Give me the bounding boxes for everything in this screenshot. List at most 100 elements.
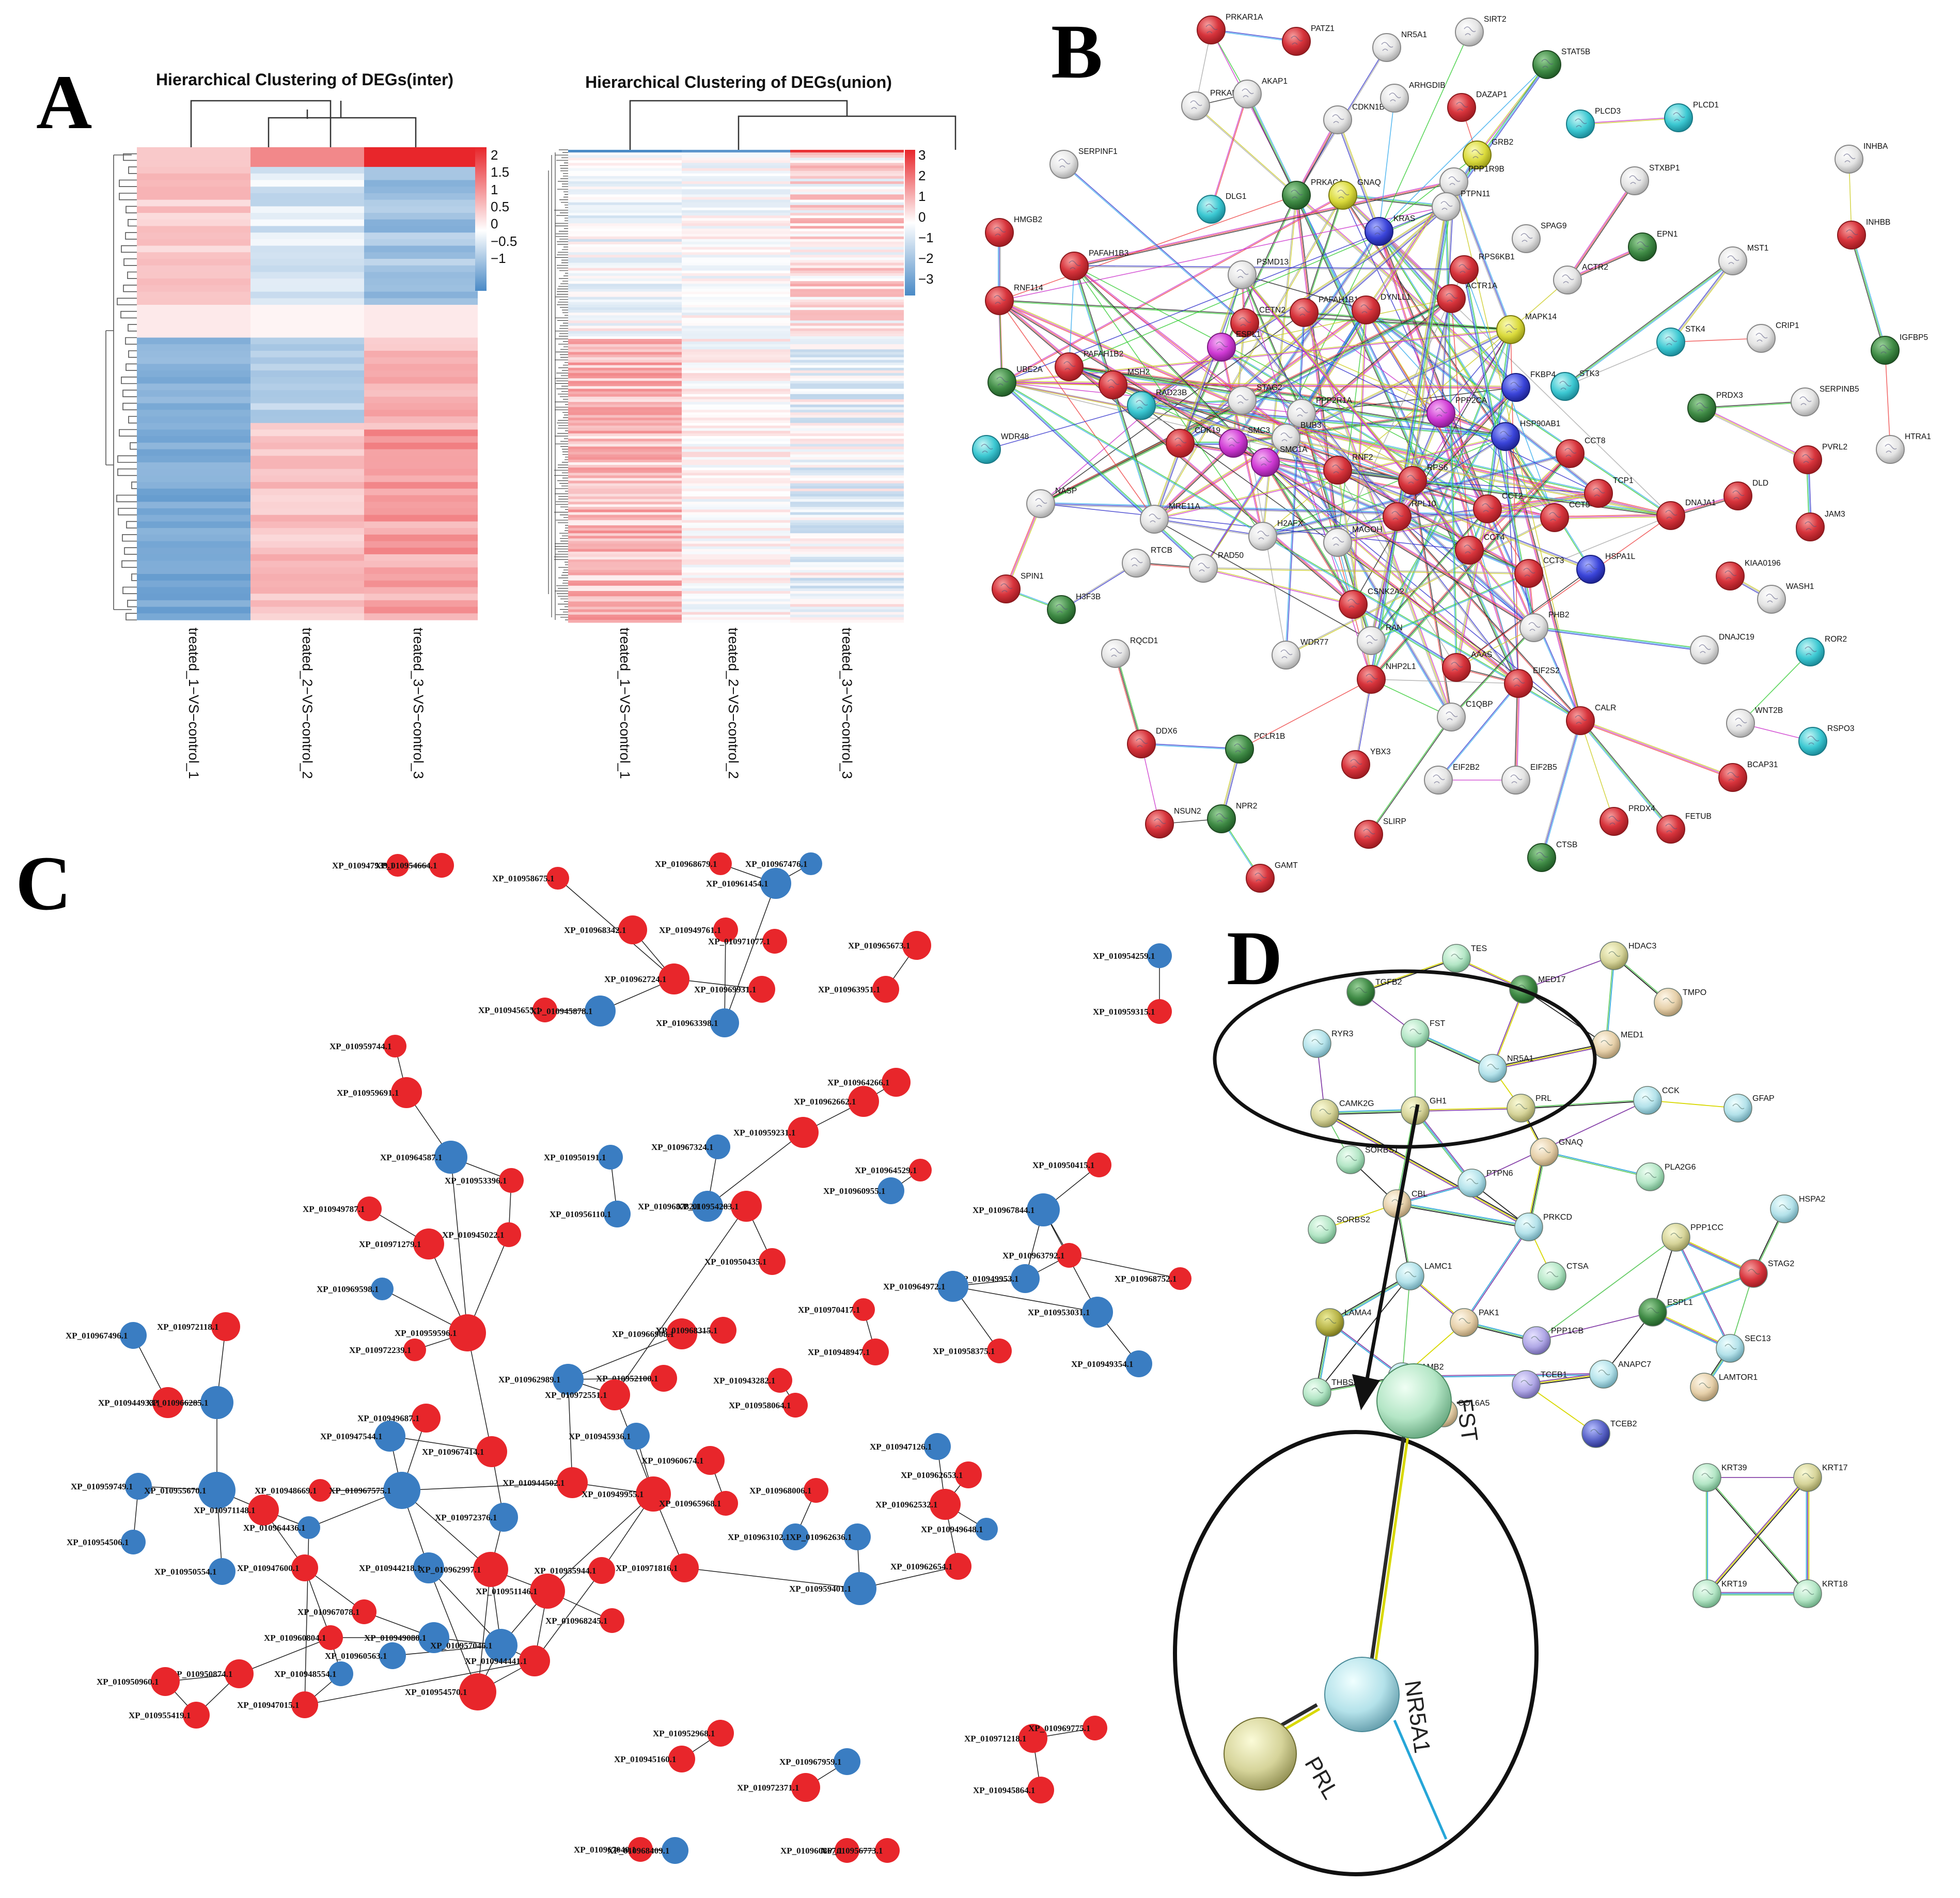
gene-node: XP_010971148.1 — [194, 1495, 279, 1526]
gene-node-dot — [604, 1201, 631, 1227]
protein-node-icon — [1346, 977, 1375, 1006]
coexpression-edge — [614, 1206, 747, 1395]
highlight-ellipse — [1213, 969, 1597, 1149]
gene-node-dot — [391, 1077, 422, 1108]
gene-node: XP_010947600.1 — [237, 1554, 318, 1581]
colorbar-union-tick: −2 — [918, 251, 934, 266]
node-msh2: MSH2 — [1099, 368, 1150, 399]
interaction-edge — [1492, 1044, 1607, 1069]
gene-node-label: XP_010955944.1 — [534, 1566, 596, 1576]
node-anapc7: ANAPC7 — [1589, 1360, 1651, 1389]
gene-node-dot — [484, 1629, 518, 1662]
node-rqcd1: RQCD1 — [1101, 636, 1158, 668]
gene-node-label: XP_010966285.1 — [146, 1398, 208, 1408]
gene-node: XP_010971077.1 — [708, 929, 787, 954]
interaction-edge — [1487, 492, 1598, 508]
interaction-edge — [1353, 603, 1457, 667]
node-label: MSH2 — [1127, 368, 1150, 377]
coexpression-edge — [859, 1566, 959, 1589]
gene-node-label: XP_010972239.1 — [349, 1345, 411, 1355]
colorbar-inter-tick: −0.5 — [491, 234, 517, 249]
protein-node-icon — [1473, 494, 1502, 523]
interaction-edge — [1544, 1150, 1651, 1177]
gene-node-dot — [1027, 1777, 1054, 1803]
interaction-edge — [1329, 1323, 1402, 1378]
interaction-edge — [1239, 679, 1372, 750]
gene-node-dot — [121, 1530, 146, 1554]
protein-node-icon — [1248, 522, 1277, 551]
gene-node-label: XP_010958675.1 — [492, 874, 554, 883]
zoom-arrow — [1364, 1104, 1420, 1385]
node-rnf114: RNF114 — [985, 284, 1043, 315]
interaction-edge — [1445, 206, 1456, 668]
gene-node-dot — [412, 1404, 441, 1433]
interaction-edge — [1352, 605, 1456, 669]
gene-node: XP_010968782.1 — [638, 1191, 723, 1222]
gene-node-dot — [557, 1467, 588, 1498]
gene-node-label: XP_010962636.1 — [790, 1532, 852, 1542]
protein-node-icon — [1099, 370, 1127, 399]
node-cbl: CBL — [1383, 1189, 1428, 1218]
node-label: HDAC3 — [1628, 942, 1656, 951]
interaction-edge — [1378, 154, 1478, 232]
interaction-edge — [1285, 312, 1304, 655]
interaction-edge — [1221, 346, 1488, 509]
protein-node-icon — [1796, 512, 1825, 541]
interaction-edge — [1606, 956, 1616, 1045]
gene-node-label: XP_010971077.1 — [708, 937, 770, 946]
gene-node: XP_010945936.1 — [569, 1423, 650, 1450]
node-label: THBS2 — [1331, 1378, 1358, 1387]
heatmap-union: Hierarchical Clustering of DEGs(union) 3… — [548, 73, 957, 779]
gene-node: XP_010967476.1 — [745, 852, 822, 875]
protein-node-icon — [1282, 181, 1311, 210]
interaction-edge — [1060, 562, 1136, 610]
gene-node: XP_010970417.1 — [798, 1298, 875, 1321]
gene-node-dot — [759, 1248, 786, 1275]
protein-node-icon — [1654, 988, 1683, 1017]
gene-node-label: XP_010969598.1 — [317, 1284, 379, 1294]
node-label: PSMD13 — [1257, 258, 1289, 267]
node-ppp2ca: PPP2CA — [1426, 396, 1487, 428]
gene-node-label: XP_010957046.1 — [430, 1641, 492, 1651]
gene-node-dot — [476, 1436, 507, 1467]
gene-node-label: XP_010967476.1 — [745, 859, 807, 869]
protein-node-icon — [1757, 585, 1786, 614]
gene-node-label: XP_010947939.1 — [332, 861, 394, 870]
gene-node-dot — [374, 1421, 405, 1452]
interaction-edge — [1007, 504, 1042, 590]
node-igfbp5: IGFBP5 — [1871, 333, 1928, 365]
node-ppp1r9b: PPP1R9B — [1439, 165, 1504, 196]
gene-node-label: XP_010959231.1 — [733, 1128, 795, 1138]
interaction-edge — [1566, 180, 1634, 280]
colorbar-union — [905, 150, 915, 295]
colorbar-inter-tick: 2 — [491, 147, 498, 163]
protein-node-icon — [1496, 315, 1525, 344]
node-label: RNF114 — [1014, 284, 1043, 292]
interaction-edge — [1064, 163, 1246, 323]
protein-node-icon — [1463, 141, 1492, 169]
node-label: DYNLL1 — [1381, 293, 1411, 302]
interaction-edge — [1203, 568, 1353, 605]
gene-node: XP_010960674.1 — [641, 1446, 725, 1475]
node-label: TES — [1471, 944, 1487, 953]
interaction-edge — [1325, 1111, 1416, 1115]
gene-node: XP_010967324.1 — [651, 1134, 730, 1159]
node-label: PAFAH1B1 — [1319, 295, 1358, 304]
node-label: GRB2 — [1492, 138, 1513, 147]
gene-node-label: XP_010967078.1 — [297, 1607, 359, 1617]
gene-node-dot — [183, 1702, 210, 1729]
protein-node-icon — [1442, 944, 1471, 973]
node-lamc1: LAMC1 — [1395, 1262, 1452, 1290]
protein-node-icon — [1287, 399, 1316, 428]
gene-node-dot — [709, 852, 732, 875]
interaction-edge — [1002, 381, 1671, 516]
interaction-edge — [1706, 1477, 1808, 1594]
gene-node-label: XP_010945864.1 — [973, 1785, 1035, 1795]
interaction-edge — [1396, 517, 1580, 722]
interaction-edge — [1342, 195, 1555, 519]
gene-node: XP_010972239.1 — [349, 1339, 426, 1361]
protein-node-icon — [1251, 448, 1280, 477]
node-label: RTCB — [1151, 546, 1172, 555]
node-eif2b2: EIF2B2 — [1424, 763, 1480, 795]
gene-node-label: XP_010949080.1 — [364, 1633, 426, 1643]
